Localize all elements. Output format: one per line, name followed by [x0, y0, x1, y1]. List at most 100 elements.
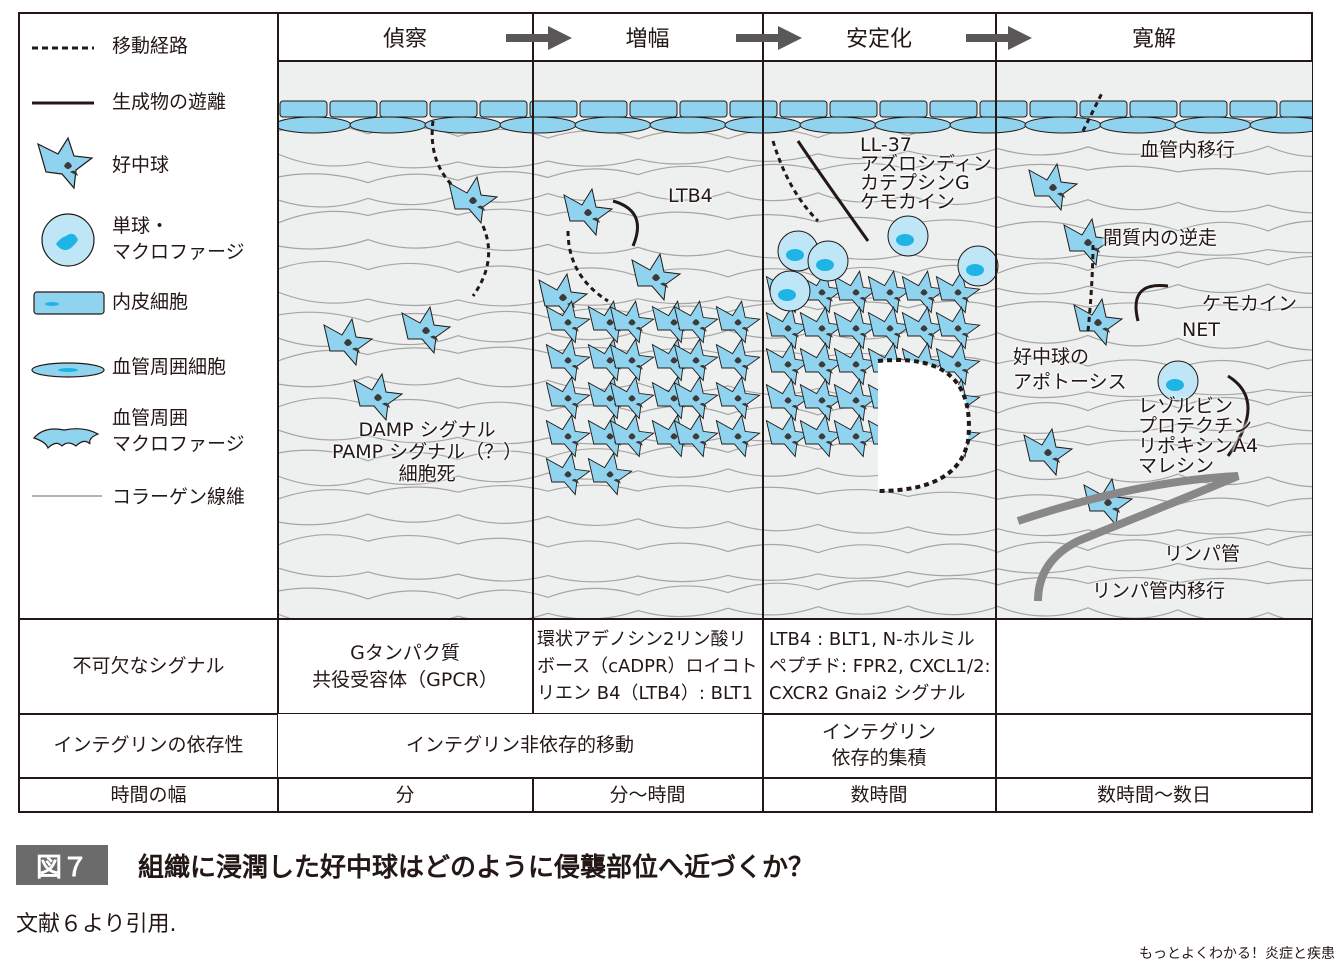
collagen-fiber [278, 576, 1312, 600]
pericyte [874, 116, 952, 134]
neutrophil [765, 342, 811, 386]
lymphatic-vessel [1016, 472, 1240, 602]
phase-scout: 偵察 [382, 27, 427, 52]
neutrophil [545, 376, 591, 420]
endothelial-cell [1079, 100, 1128, 118]
integrin-dependent: インテグリン 依存的集積 [821, 720, 936, 769]
endothelial-cell [979, 100, 1028, 118]
endothelial-cell [929, 100, 978, 118]
neutrophil [401, 305, 452, 355]
neutrophil [833, 378, 879, 422]
neutrophil [765, 306, 811, 350]
row-header-signal: 不可欠なシグナル [72, 655, 225, 678]
annotation-interstitial: 間質内の逆走 [1103, 227, 1218, 249]
release-arrow [796, 140, 870, 242]
neutrophil [545, 338, 591, 382]
neutrophil [867, 270, 913, 314]
divider [532, 60, 534, 813]
migration-path [566, 230, 609, 303]
endothelial-cell [379, 100, 428, 118]
migration-path [430, 120, 455, 188]
figure-source: 文献６より引用. [16, 912, 177, 937]
divider [277, 12, 279, 813]
migration-path [471, 225, 491, 297]
divider [995, 12, 997, 813]
collagen-fiber [278, 605, 1285, 618]
neutrophil [935, 270, 981, 314]
neutrophil [1063, 217, 1114, 267]
figure-title: 組織に浸潤した好中球はどのように侵襲部位へ近づくか？ [138, 853, 815, 883]
neutrophil [799, 306, 845, 350]
annotation-mediators: レゾルビン プロテクチン リポキシンA4 マレシン [1138, 395, 1259, 477]
endothelial-cell [429, 100, 478, 118]
pericyte [1249, 116, 1312, 134]
neutrophil [799, 414, 845, 458]
phase-stabilize: 安定化 [845, 27, 912, 52]
time-scout: 分 [395, 783, 415, 806]
annotation-apoptosis: 好中球の アポトーシス [1013, 346, 1127, 393]
legend-label: 生成物の遊離 [112, 91, 227, 113]
pericyte-icon [31, 362, 105, 378]
neutrophil [563, 187, 614, 237]
pericyte [799, 116, 877, 134]
row-header-time: 時間の幅 [110, 783, 187, 806]
legend-icons [31, 46, 105, 497]
collagen-fiber [278, 208, 1312, 232]
annotation-lymph-migration: リンパ管内移行 [1092, 580, 1226, 602]
endothelial-cell [829, 100, 878, 118]
endothelial-cell [579, 100, 628, 118]
signal-stabilize: LTB4 : BLT1, N-ホルミル ペプチド: FPR2, CXCL1/2:… [769, 629, 991, 704]
neutrophil [673, 338, 719, 382]
neutrophil [715, 338, 761, 382]
migration-path [771, 140, 820, 223]
endothelial-cell [679, 100, 728, 118]
time-amplify: 分〜時間 [609, 783, 686, 806]
neutrophil [673, 414, 719, 458]
neutrophil [323, 317, 374, 367]
neutrophil [765, 378, 811, 422]
phase-resolve: 寛解 [1131, 27, 1176, 52]
neutrophil [799, 378, 845, 422]
arrow-right-icon [736, 26, 802, 50]
neutrophil [799, 342, 845, 386]
figure-table [18, 12, 1313, 813]
collagen-fiber [278, 438, 1312, 462]
legend-label: コラーゲン線維 [112, 486, 246, 508]
legend-label: 内皮細胞 [112, 291, 189, 313]
divider [18, 777, 1313, 779]
migration-path [1086, 240, 1095, 332]
neutrophil [545, 452, 591, 496]
legend-label: 移動経路 [112, 35, 189, 57]
neutrophil [353, 372, 404, 422]
neutrophil [715, 376, 761, 420]
neutrophil [1083, 477, 1134, 527]
release-arrow [612, 199, 639, 247]
annotation-ltb4: LTB4 [668, 185, 713, 207]
endothelial-cell [629, 100, 678, 118]
divider [18, 618, 1313, 620]
legend-label: 好中球 [112, 154, 170, 176]
neutrophil [833, 414, 879, 458]
collagen-fiber [278, 300, 1312, 323]
pericyte [278, 116, 352, 134]
macrophage-nucleus [786, 249, 804, 261]
collagen-fiber [278, 145, 1312, 169]
endothelial-cell-icon [33, 291, 105, 315]
release-arrow [1226, 374, 1250, 457]
pericyte [649, 116, 727, 134]
endothelial-cell [529, 100, 578, 118]
endothelial-cell [879, 100, 928, 118]
macrophage-nucleus [896, 234, 914, 246]
endothelial-cell [1279, 100, 1312, 118]
collagen-fiber [278, 394, 1312, 416]
neutrophil [673, 300, 719, 344]
divider [277, 60, 1313, 62]
perivascular-macrophage-icon [32, 428, 100, 450]
macrophage-icon [41, 213, 95, 267]
neutrophil [715, 300, 761, 344]
collagen-fiber [278, 560, 1312, 583]
annotation-lymph: リンパ管 [1164, 543, 1241, 565]
endothelial-cell [329, 100, 378, 118]
signal-amplify: 環状アデノシン2リン酸リ ボース（cADPR）ロイコト リエン B4（LTB4）… [537, 629, 758, 704]
signal-scout: Gタンパク質 共役受容体（GPCR） [312, 641, 498, 691]
